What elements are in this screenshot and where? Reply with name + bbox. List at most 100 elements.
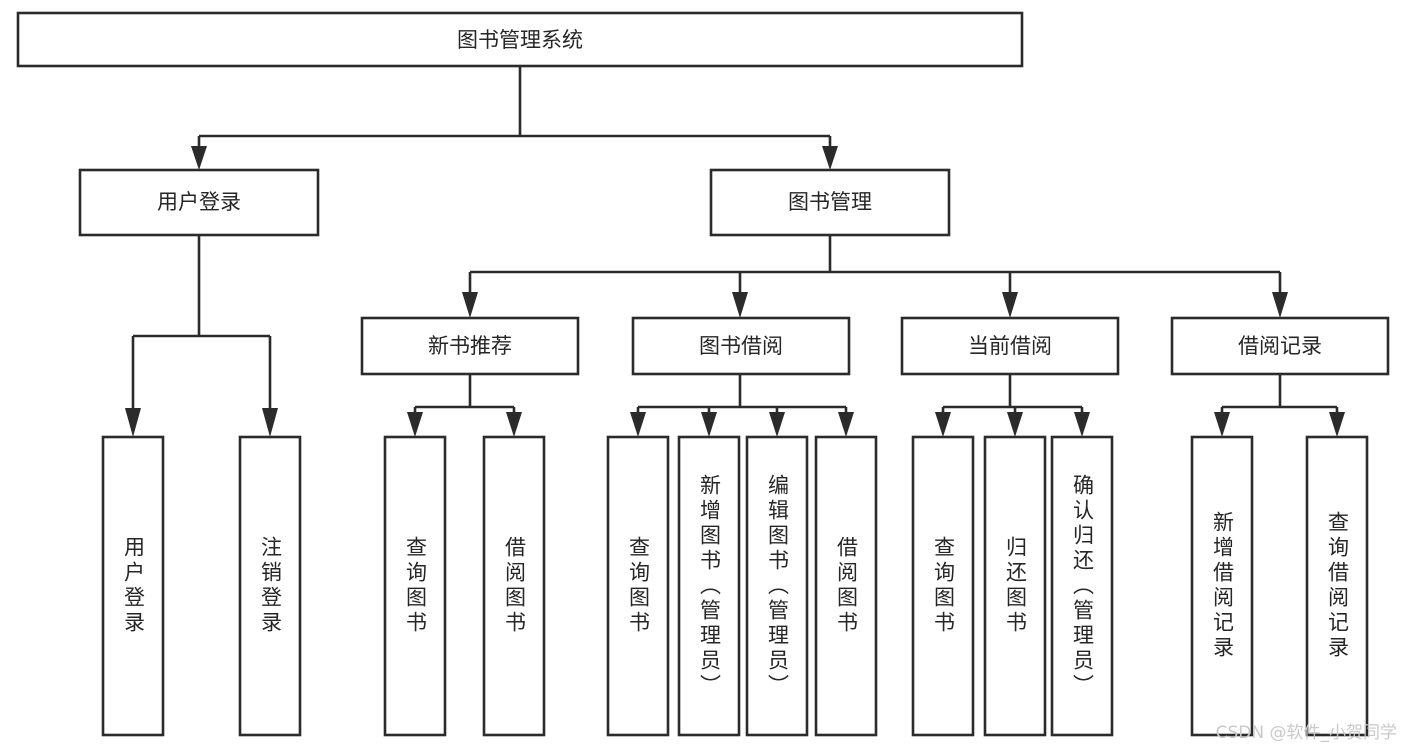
node-root[interactable]: 图书管理系统 xyxy=(16,11,1024,68)
leaf-query-book-3-text-area: 查询图书 xyxy=(931,536,956,636)
connector-current-borrow-bus xyxy=(941,374,1084,418)
leaf-return-book-box[interactable] xyxy=(983,435,1047,737)
leaf-user-logout-box[interactable] xyxy=(238,435,302,737)
leaf-query-book-2-box[interactable] xyxy=(606,435,670,737)
book-borrow-box[interactable] xyxy=(631,316,851,376)
leaf-node-borrow-book-2[interactable]: 借阅图书 xyxy=(814,435,878,737)
arrow-to-leaf-query-book-3 xyxy=(935,412,951,437)
leaf-node-query-record[interactable]: 查询借阅记录 xyxy=(1305,435,1369,737)
leaf-node-add-record[interactable]: 新增借阅记录 xyxy=(1190,435,1254,737)
arrow-to-leaf-query-book-2 xyxy=(630,412,646,437)
leaf-node-return-book[interactable]: 归还图书 xyxy=(983,435,1047,737)
arrow-to-leaf-borrow-book-2 xyxy=(838,412,854,437)
leaf-user-logout-text-area: 注销登录 xyxy=(258,536,283,636)
arrow-to-leaf-user-logout xyxy=(262,408,278,437)
leaf-query-book-3-box[interactable] xyxy=(911,435,975,737)
leaf-query-record-box[interactable] xyxy=(1305,435,1369,737)
leaf-user-login-text-area: 用户登录 xyxy=(121,536,146,636)
leaf-query-book-1-text-area: 查询图书 xyxy=(403,536,428,636)
arrow-to-book-manage xyxy=(822,146,838,170)
leaf-confirm-return-box[interactable] xyxy=(1050,435,1114,737)
node-new-book-recommend[interactable]: 新书推荐 xyxy=(360,316,580,376)
leaf-node-confirm-return[interactable]: 确认归还（管理员） xyxy=(1050,435,1114,737)
leaf-return-book-label: 归还图书 xyxy=(1003,536,1028,636)
leaf-borrow-book-1-text-area: 借阅图书 xyxy=(502,536,527,636)
connector-root-to-level1 xyxy=(197,66,832,158)
arrow-to-book-borrow xyxy=(732,292,748,318)
connector-book-borrow-bus xyxy=(636,374,848,418)
leaf-add-record-label: 新增借阅记录 xyxy=(1210,511,1235,661)
leaf-user-login-label: 用户登录 xyxy=(121,536,146,636)
book-manage-label: 图书管理 xyxy=(788,190,872,214)
connector-new-book-recommend-bus xyxy=(413,374,516,418)
leaf-query-book-1-label: 查询图书 xyxy=(403,536,428,636)
leaf-query-book-2-text-area: 查询图书 xyxy=(626,536,651,636)
leaf-borrow-book-2-label: 借阅图书 xyxy=(834,536,859,636)
book-manage-box[interactable] xyxy=(709,168,951,237)
leaf-node-user-logout[interactable]: 注销登录 xyxy=(238,435,302,737)
arrow-to-current-borrow xyxy=(1002,292,1018,318)
node-current-borrow[interactable]: 当前借阅 xyxy=(900,316,1120,376)
node-borrow-record[interactable]: 借阅记录 xyxy=(1170,316,1390,376)
leaf-node-add-book[interactable]: 新增图书（管理员） xyxy=(677,435,741,737)
leaf-add-book-label: 新增图书（管理员） xyxy=(697,473,722,699)
leaf-query-record-text-area: 查询借阅记录 xyxy=(1325,511,1350,661)
arrow-to-leaf-return-book xyxy=(1007,412,1023,437)
leaf-borrow-book-2-box[interactable] xyxy=(814,435,878,737)
root-label: 图书管理系统 xyxy=(457,28,583,52)
arrow-to-leaf-confirm-return xyxy=(1074,412,1090,437)
connector-book-manage-bus xyxy=(468,235,1282,296)
book-borrow-label: 图书借阅 xyxy=(699,334,783,358)
leaf-node-query-book-3[interactable]: 查询图书 xyxy=(911,435,975,737)
arrow-to-new-book-recommend xyxy=(462,292,478,318)
borrow-record-label: 借阅记录 xyxy=(1238,334,1322,358)
leaf-user-login-box[interactable] xyxy=(101,435,165,737)
node-book-manage[interactable]: 图书管理 xyxy=(709,168,951,237)
user-login-box[interactable] xyxy=(78,168,320,237)
arrow-to-leaf-query-record xyxy=(1329,412,1345,437)
leaf-node-query-book-2[interactable]: 查询图书 xyxy=(606,435,670,737)
current-borrow-label: 当前借阅 xyxy=(968,334,1052,358)
csdn-watermark: CSDN @软件_小贺同学 xyxy=(1215,723,1397,743)
node-book-borrow[interactable]: 图书借阅 xyxy=(631,316,851,376)
leaf-return-book-text-area: 归还图书 xyxy=(1003,536,1028,636)
arrow-to-user-login xyxy=(191,146,207,170)
leaf-node-edit-book[interactable]: 编辑图书（管理员） xyxy=(745,435,809,737)
leaf-query-record-label: 查询借阅记录 xyxy=(1325,511,1350,661)
arrow-to-leaf-add-record xyxy=(1214,412,1230,437)
new-book-recommend-box[interactable] xyxy=(360,316,580,376)
leaf-node-user-login[interactable]: 用户登录 xyxy=(101,435,165,737)
arrow-to-leaf-edit-book xyxy=(769,412,785,437)
arrow-to-leaf-user-login xyxy=(125,408,141,437)
current-borrow-box[interactable] xyxy=(900,316,1120,376)
node-user-login[interactable]: 用户登录 xyxy=(78,168,320,237)
leaf-user-logout-label: 注销登录 xyxy=(258,536,283,636)
borrow-record-box[interactable] xyxy=(1170,316,1390,376)
leaf-query-book-1-box[interactable] xyxy=(383,435,447,737)
leaf-query-book-3-label: 查询图书 xyxy=(931,536,956,636)
leaf-edit-book-box[interactable] xyxy=(745,435,809,737)
leaf-add-record-box[interactable] xyxy=(1190,435,1254,737)
connector-user-login-bus xyxy=(131,235,272,414)
root-box[interactable] xyxy=(16,11,1024,68)
arrow-to-leaf-query-book-1 xyxy=(407,412,423,437)
leaf-node-borrow-book-1[interactable]: 借阅图书 xyxy=(482,435,546,737)
leaf-edit-book-label: 编辑图书（管理员） xyxy=(765,473,790,699)
new-book-recommend-label: 新书推荐 xyxy=(428,334,512,358)
connector-borrow-record-bus xyxy=(1220,374,1339,418)
connector-layer xyxy=(125,66,1345,437)
leaf-node-query-book-1[interactable]: 查询图书 xyxy=(383,435,447,737)
leaf-confirm-return-text-area: 确认归还（管理员） xyxy=(1071,474,1095,699)
leaf-borrow-book-1-box[interactable] xyxy=(482,435,546,737)
arrow-to-leaf-add-book xyxy=(701,412,717,437)
leaf-borrow-book-1-label: 借阅图书 xyxy=(502,536,527,636)
leaf-edit-book-text-area: 编辑图书（管理员） xyxy=(765,473,790,699)
leaf-add-record-text-area: 新增借阅记录 xyxy=(1210,511,1235,661)
leaf-borrow-book-2-text-area: 借阅图书 xyxy=(834,536,859,636)
arrow-to-leaf-borrow-book-1 xyxy=(506,412,522,437)
leaf-add-book-text-area: 新增图书（管理员） xyxy=(697,473,722,699)
leaf-query-book-2-label: 查询图书 xyxy=(626,536,651,636)
leaf-add-book-box[interactable] xyxy=(677,435,741,737)
